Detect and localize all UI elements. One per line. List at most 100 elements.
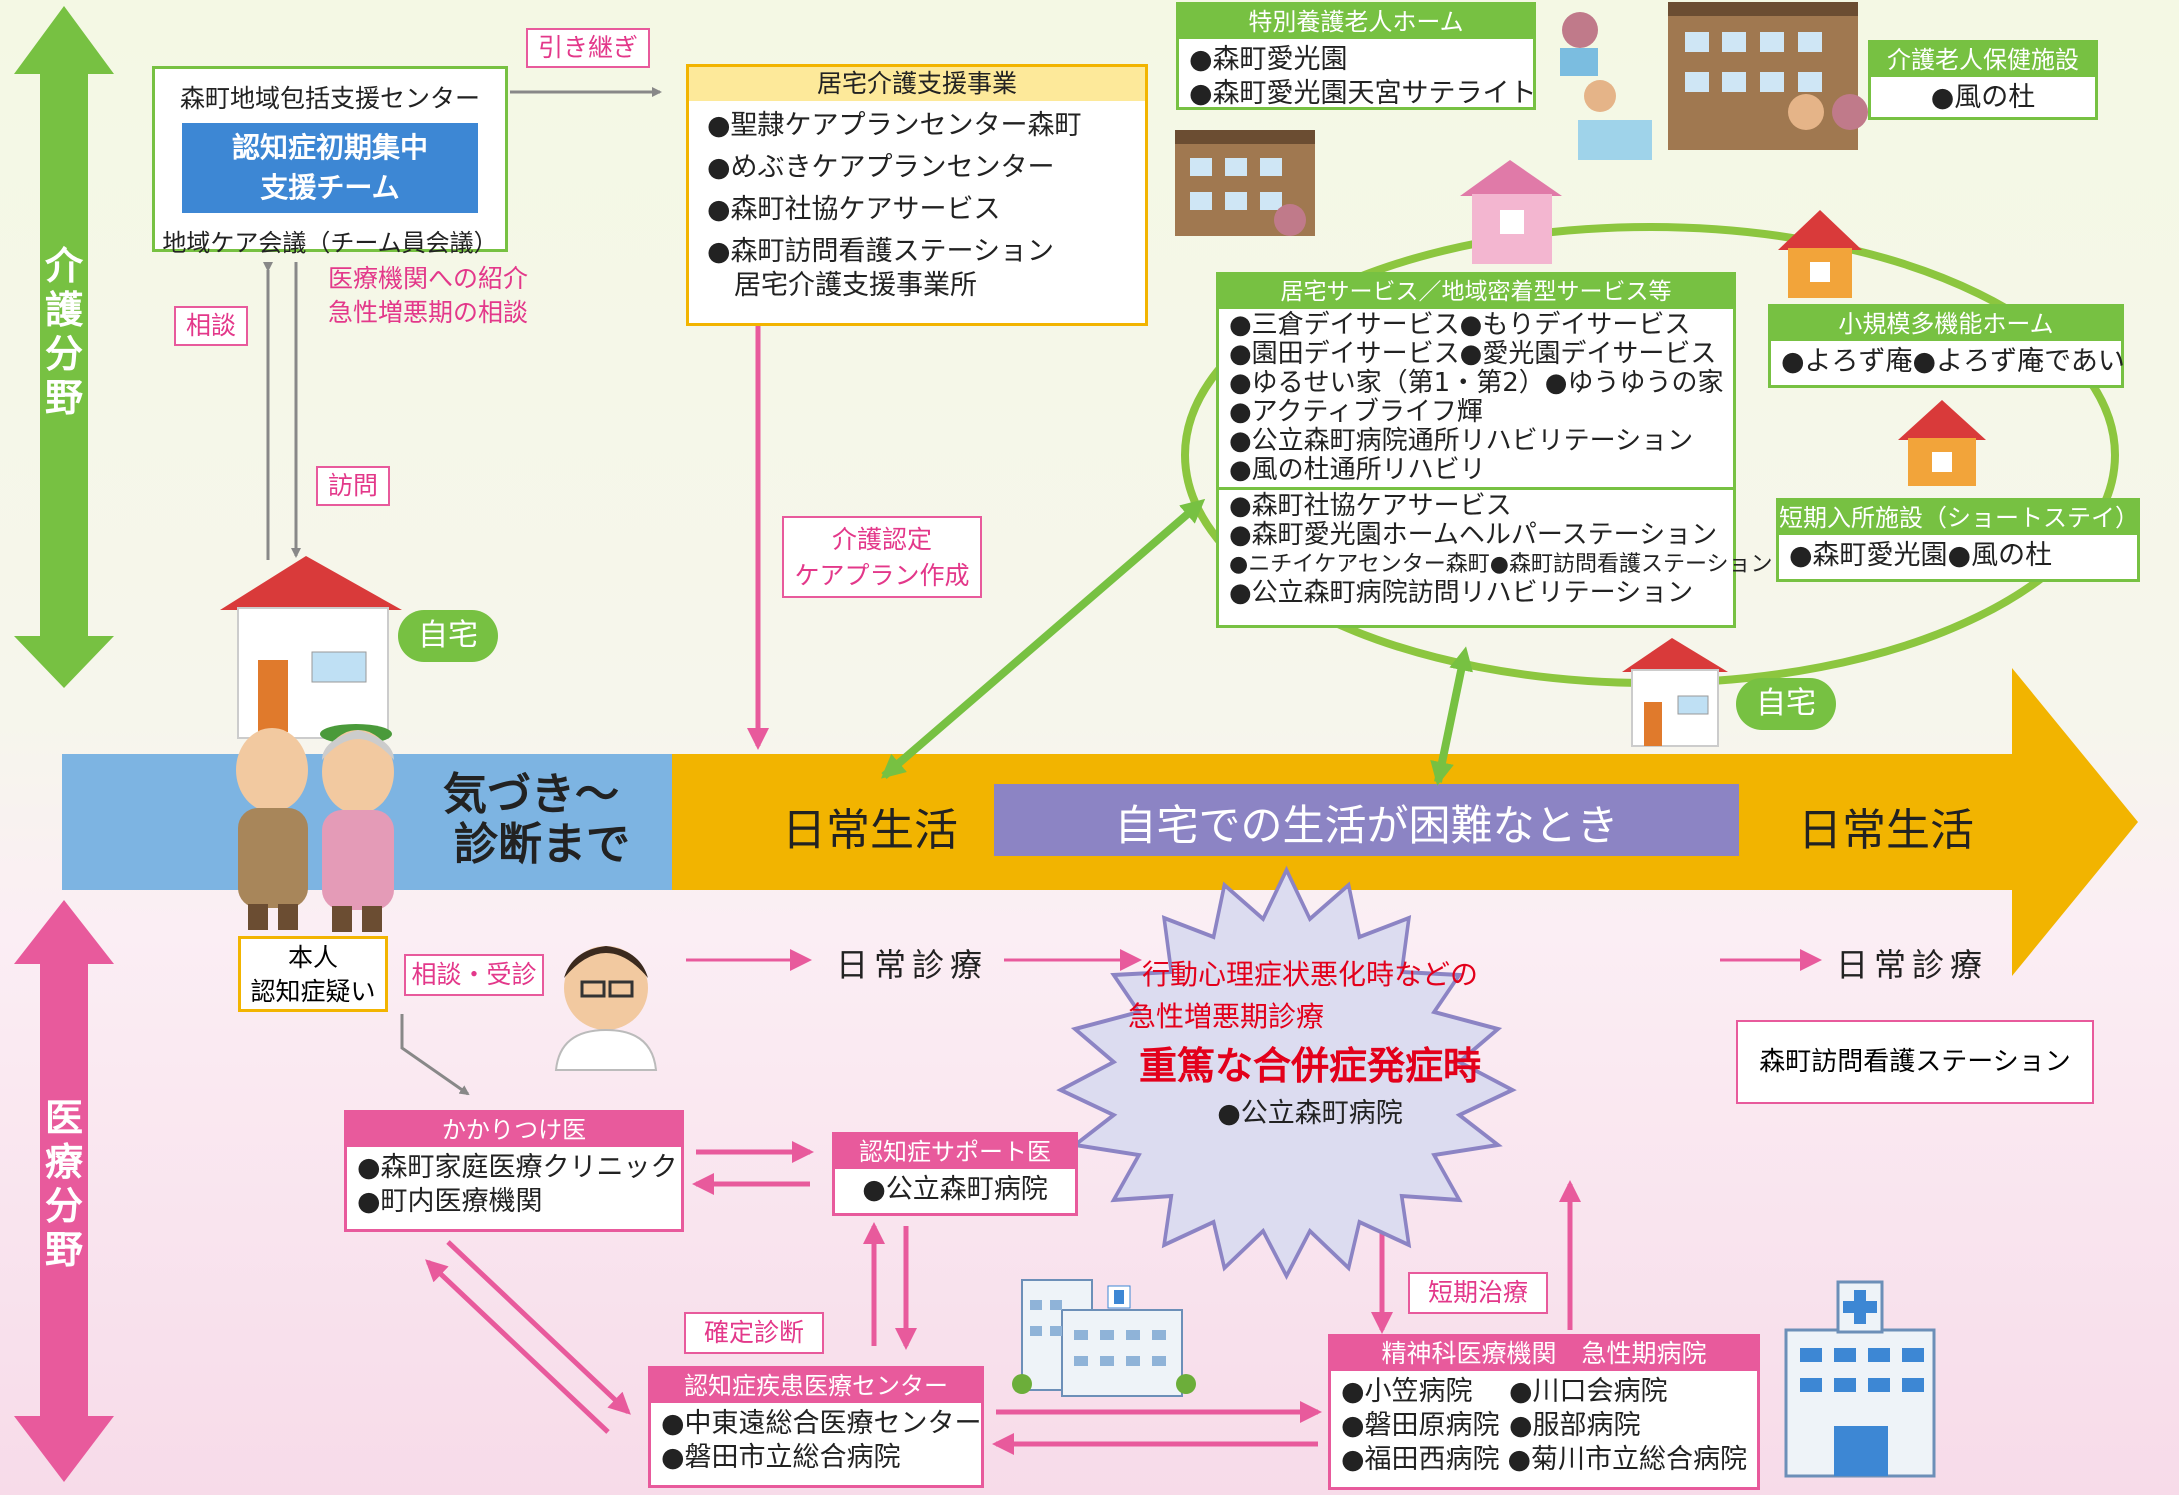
referral-label-1: 医療機関への紹介: [328, 264, 529, 293]
home-service-item: ●公立森町病院通所リハビリテーション: [1229, 426, 1694, 456]
small-multi-item: ●よろず庵●よろず庵であい: [1781, 346, 2125, 377]
care-cert-label: 介護認定 ケアプラン作成: [782, 516, 982, 598]
consult-visit-label: 相談・受診: [404, 954, 544, 996]
short-stay-item: ●森町愛光園●風の杜: [1789, 540, 2053, 571]
awareness-line1: 気づき〜: [443, 769, 619, 820]
home-services-list-b: ●森町社協ケアサービス ●森町愛光園ホームヘルパーステーション ●ニチイケアセン…: [1219, 490, 1773, 610]
small-house-1: [1778, 210, 1862, 298]
health-facility-item: ●風の杜: [1930, 82, 2036, 113]
home-service-item: ●公立森町病院訪問リハビリテーション: [1229, 578, 1694, 608]
acute-starburst: [1056, 865, 1517, 1280]
care-plan-item: ●聖隷ケアプランセンター森町: [707, 110, 1082, 141]
doctor-illustration: [554, 946, 658, 1071]
psych-row: ●福田西病院●菊川市立総合病院: [1341, 1443, 1747, 1477]
care-plan-item: ●森町訪問看護ステーション 居宅介護支援事業所: [707, 236, 1055, 301]
awareness-line2: 診断まで: [454, 819, 630, 870]
home-services-divider: [1219, 487, 1733, 490]
dementia-center-item: ●中東遠総合医療センター: [661, 1408, 982, 1439]
home-service-item: ●アクティブライフ輝: [1229, 397, 1483, 427]
acute-line2: 急性増悪期診療: [1128, 1000, 1325, 1033]
short-stay-title: 短期入所施設（ショートステイ）: [1779, 501, 2139, 535]
care-plan-title: 居宅介護支援事業: [689, 67, 1145, 101]
psych-row: ●磐田原病院●服部病院: [1341, 1409, 1747, 1443]
small-multi-list: ●よろず庵●よろず庵であい: [1771, 341, 2125, 383]
dementia-support-doctor: 認知症サポート医 ●公立森町病院: [832, 1132, 1078, 1216]
family-doctor-list: ●森町家庭医療クリニック ●町内医療機関: [347, 1147, 681, 1223]
home-service-item: ●ニチイケアセンター森町●森町訪問看護ステーション: [1229, 552, 1773, 577]
small-multi-title: 小規模多機能ホーム: [1771, 307, 2121, 341]
daily-care-right: 日常診療: [1836, 946, 1989, 984]
home-house-right: [1622, 638, 1728, 747]
daily-life-left: 日常生活: [782, 805, 958, 856]
special-nursing-home: 特別養護老人ホーム ●森町愛光園 ●森町愛光園天宮サテライト: [1176, 2, 1537, 110]
dementia-center-title: 認知症疾患医療センター: [651, 1369, 981, 1403]
home-service-item: ●森町愛光園ホームヘルパーステーション: [1229, 520, 1718, 550]
home-services: 居宅サービス／地域密着型サービス等 ●三倉デイサービス●もりデイサービス ●園田…: [1216, 272, 1773, 628]
hospital-building-center: [1012, 1279, 1196, 1397]
consult-label: 相談: [174, 306, 248, 346]
difficult-band: [994, 784, 1739, 856]
nursing-home-item: ●森町愛光園: [1189, 44, 1348, 75]
handover-label: 引き継ぎ: [526, 28, 650, 68]
health-facility-list: ●風の杜: [1871, 77, 2095, 119]
daily-life-right: 日常生活: [1798, 805, 1974, 856]
short-stay: 短期入所施設（ショートステイ） ●森町愛光園●風の杜: [1776, 498, 2140, 582]
short-treatment-label: 短期治療: [1408, 1272, 1548, 1314]
awareness-text: 気づき〜 診断まで: [432, 770, 630, 870]
home-label-right: 自宅: [1736, 678, 1836, 730]
hospital-building-right: [1784, 1280, 1936, 1478]
short-stay-list: ●森町愛光園●風の杜: [1779, 535, 2137, 577]
dementia-medical-center: 認知症疾患医療センター ●中東遠総合医療センター ●磐田市立総合病院: [648, 1366, 984, 1488]
acute-care-text: 行動心理症状悪化時などの 急性増悪期診療 重篤な合併症発症時 ●公立森町病院: [1110, 954, 1510, 1134]
confirmed-diagnosis-label: 確定診断: [684, 1312, 824, 1354]
elderly-couple-illustration: [236, 728, 394, 932]
care-plan-item: ●めぶきケアプランセンター: [707, 152, 1055, 183]
care-facility-building: [1175, 130, 1315, 236]
home-house-left: [220, 556, 402, 744]
nursing-home-list: ●森町愛光園 ●森町愛光園天宮サテライト: [1179, 39, 1537, 115]
medical-field-label: 医療分野: [44, 1096, 83, 1272]
small-house-2: [1898, 400, 1986, 486]
care-plan-list: ●聖隷ケアプランセンター森町 ●めぶきケアプランセンター ●森町社協ケアサービス…: [689, 101, 1145, 307]
nursing-home-title: 特別養護老人ホーム: [1179, 5, 1533, 39]
dementia-center-list: ●中東遠総合医療センター ●磐田市立総合病院: [651, 1403, 982, 1479]
care-plan-support: 居宅介護支援事業 ●聖隷ケアプランセンター森町 ●めぶきケアプランセンター ●森…: [686, 64, 1148, 326]
elder-health-facility: 介護老人保健施設 ●風の杜: [1868, 40, 2098, 120]
visiting-nurse-station: 森町訪問看護ステーション: [1736, 1020, 2094, 1104]
health-facility-title: 介護老人保健施設: [1871, 43, 2095, 77]
psych-row: ●小笠病院●川口会病院: [1341, 1375, 1747, 1409]
support-doctor-list: ●公立森町病院: [835, 1169, 1075, 1211]
acute-line3: 重篤な合併症発症時: [1138, 1044, 1481, 1088]
psych-list: ●小笠病院●川口会病院 ●磐田原病院●服部病院 ●福田西病院●菊川市立総合病院: [1331, 1371, 1757, 1481]
regional-care-meeting: 地域ケア会議（チーム員会議）: [162, 229, 498, 257]
home-service-item: ●園田デイサービス●愛光園デイサービス: [1229, 339, 1717, 369]
nursing-home-building: [1560, 2, 1868, 160]
care-axis-arrow: [14, 6, 114, 688]
center-title: 森町地域包括支援センター: [179, 84, 480, 113]
psych-item: ●川口会病院: [1509, 1376, 1668, 1407]
difficult-at-home: 自宅での生活が困難なとき: [1114, 801, 1619, 850]
person-box: 本人 認知症疑い: [238, 936, 388, 1012]
psych-item: ●菊川市立総合病院: [1507, 1444, 1747, 1475]
home-service-item: ●風の杜通所リハビリ: [1229, 455, 1486, 485]
family-doctor: かかりつけ医 ●森町家庭医療クリニック ●町内医療機関: [344, 1110, 684, 1232]
acute-line4: ●公立森町病院: [1217, 1098, 1403, 1129]
initial-support-team: 認知症初期集中 支援チーム: [182, 123, 478, 213]
family-doctor-title: かかりつけ医: [347, 1113, 681, 1147]
referral-label-2: 急性増悪期の相談: [328, 298, 529, 327]
support-doctor-title: 認知症サポート医: [835, 1135, 1075, 1169]
home-service-item: ●森町社協ケアサービス: [1229, 491, 1512, 521]
dementia-center-item: ●磐田市立総合病院: [661, 1442, 901, 1473]
family-doctor-item: ●町内医療機関: [357, 1186, 543, 1217]
community-support-center: 森町地域包括支援センター 認知症初期集中 支援チーム 地域ケア会議（チーム員会議…: [152, 66, 508, 257]
home-services-title: 居宅サービス／地域密着型サービス等: [1219, 275, 1733, 309]
medical-axis-arrow: [14, 900, 114, 1482]
home-service-item: ●ゆるせい家（第1・第2）●ゆうゆうの家: [1229, 368, 1724, 398]
pink-house: [1460, 160, 1562, 264]
care-field-label: 介護分野: [44, 244, 83, 420]
acute-line1: 行動心理症状悪化時などの: [1141, 958, 1478, 991]
nursing-home-item: ●森町愛光園天宮サテライト: [1189, 78, 1537, 109]
small-multi-home: 小規模多機能ホーム ●よろず庵●よろず庵であい: [1768, 304, 2125, 388]
